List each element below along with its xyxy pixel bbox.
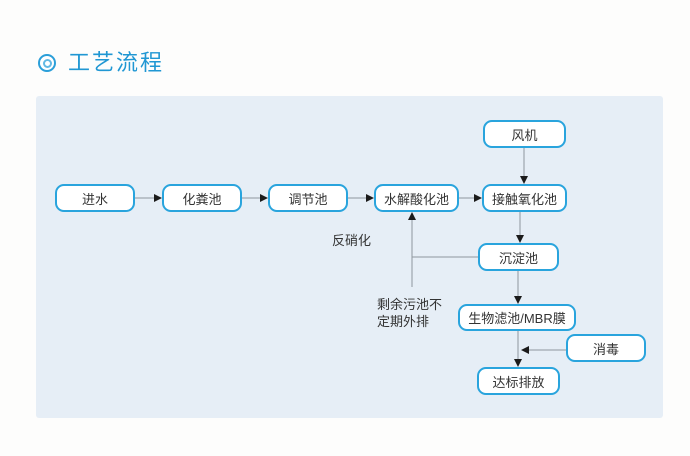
node-label: 进水 xyxy=(81,191,108,207)
node-hydrolysis-acidification-tank: 水解酸化池 xyxy=(374,184,459,212)
node-label: 生物滤池/MBR膜 xyxy=(468,311,566,326)
node-label: 调节池 xyxy=(288,191,328,207)
ring-bullet-icon xyxy=(38,54,56,72)
node-septic-tank: 化粪池 xyxy=(162,184,242,212)
node-contact-oxidation-tank: 接触氧化池 xyxy=(482,184,567,212)
node-biofilter-mbr-membrane: 生物滤池/MBR膜 xyxy=(458,304,576,331)
node-disinfection: 消毒 xyxy=(566,334,646,362)
annotation-excess-sludge: 剩余污池不 定期外排 xyxy=(377,297,443,329)
node-label: 消毒 xyxy=(592,341,619,357)
node-blower: 风机 xyxy=(483,120,566,148)
node-label: 风机 xyxy=(511,127,538,143)
node-inlet-water: 进水 xyxy=(55,184,135,212)
node-regulating-tank: 调节池 xyxy=(268,184,348,212)
node-label: 化粪池 xyxy=(182,191,222,207)
node-label: 达标排放 xyxy=(492,374,545,390)
node-label: 水解酸化池 xyxy=(383,191,449,207)
flow-diagram-panel xyxy=(36,96,663,418)
section-title-row: 工艺流程 xyxy=(38,52,164,74)
node-sedimentation-tank: 沉淀池 xyxy=(478,243,559,271)
node-label: 沉淀池 xyxy=(498,250,538,266)
node-label: 接触氧化池 xyxy=(491,191,557,207)
node-standard-discharge: 达标排放 xyxy=(477,367,560,395)
page-title: 工艺流程 xyxy=(68,50,165,75)
annotation-denitrification: 反硝化 xyxy=(332,233,372,248)
